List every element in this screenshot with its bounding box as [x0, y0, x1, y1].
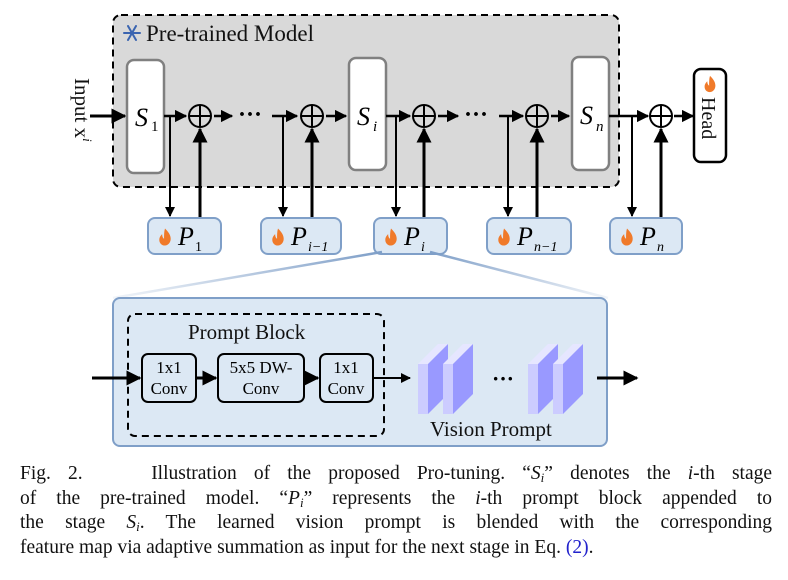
stage-si: S i: [347, 56, 388, 172]
zoom-line-right: [429, 250, 609, 300]
prompt-block-label: P: [177, 222, 194, 251]
vision-prompt: ···: [418, 344, 583, 414]
svg-text:Conv: Conv: [328, 379, 365, 398]
stage-sn: S n: [570, 55, 611, 172]
prompt-block-label: P: [639, 222, 656, 251]
svg-text:5x5 DW-: 5x5 DW-: [230, 358, 293, 377]
caption-line-2: of the pre-trained model. “Pi” represent…: [20, 487, 772, 510]
stage-ellipsis: ···: [464, 102, 488, 128]
svg-text:···: ···: [492, 366, 514, 391]
snowflake-icon: [123, 25, 141, 41]
prompt-block-label: P: [290, 222, 307, 251]
svg-text:Conv: Conv: [151, 379, 188, 398]
svg-text:S: S: [580, 101, 593, 130]
caption-line-1: Fig. 2. Illustration of the proposed Pro…: [20, 463, 773, 485]
conv-1x1-a: 1x1 Conv: [141, 353, 197, 403]
pro-tuning-diagram: Pre-trained Model Input xi S 1 S i S n ·…: [70, 14, 728, 447]
prompt-block-label: P: [403, 222, 420, 251]
stage-s1: S 1: [125, 58, 166, 175]
caption-line-4: feature map via adaptive summation as in…: [20, 536, 594, 558]
prompt-block-subscript: n: [657, 240, 664, 255]
zoom-line-left: [112, 250, 383, 300]
head-block: Head: [692, 67, 728, 164]
svg-text:Conv: Conv: [243, 379, 280, 398]
figure-caption: Fig. 2. Illustration of the proposed Pro…: [20, 462, 772, 560]
caption-line-3: the stage Si. The learned vision prompt …: [20, 512, 772, 534]
conv-5x5-dw: 5x5 DW- Conv: [217, 353, 305, 403]
conv-1x1-b: 1x1 Conv: [319, 353, 374, 403]
prompt-block-subscript: 1: [195, 240, 202, 255]
svg-text:1: 1: [151, 119, 159, 135]
svg-text:1x1: 1x1: [333, 358, 359, 377]
prompt-block-title: Prompt Block: [188, 320, 306, 344]
svg-text:S: S: [357, 102, 370, 131]
input-label: Input xi: [70, 78, 95, 142]
prompt-block-subscript: i−1: [308, 240, 328, 255]
svg-text:1x1: 1x1: [156, 358, 182, 377]
svg-text:Head: Head: [697, 97, 719, 139]
prompt-block-subscript: i: [421, 240, 425, 255]
stage-ellipsis: ···: [238, 102, 262, 128]
svg-text:i: i: [373, 119, 377, 135]
svg-text:n: n: [596, 119, 604, 135]
svg-text:S: S: [135, 103, 148, 132]
pretrained-model-title: Pre-trained Model: [146, 21, 314, 46]
vision-prompt-label: Vision Prompt: [430, 417, 552, 441]
prompt-block-subscript: n−1: [534, 240, 557, 255]
prompt-block-label: P: [516, 222, 533, 251]
equation-link[interactable]: (2): [565, 536, 589, 558]
